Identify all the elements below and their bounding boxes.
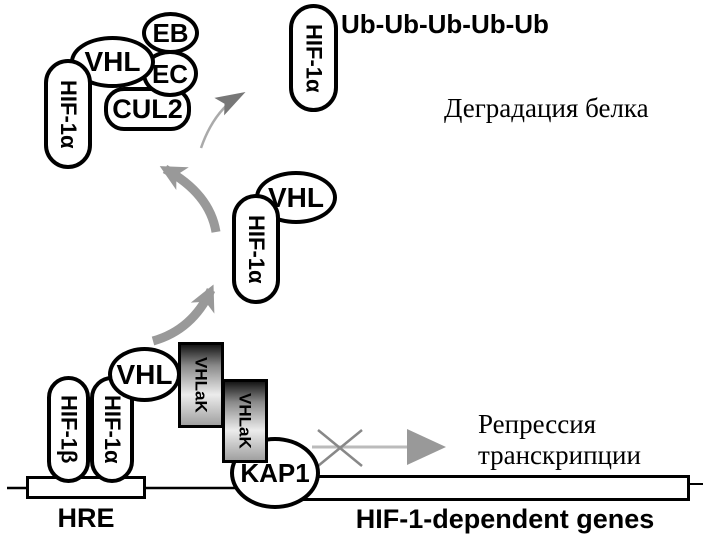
node-cul2: CUL2 — [104, 87, 191, 131]
to-ligase-complex-arrow — [159, 165, 221, 233]
hif1a-top-label: HIF-1α — [56, 79, 81, 149]
gene-bar — [300, 475, 690, 501]
repression-annotation: Репрессия транскрипции — [478, 409, 641, 471]
hre-box — [26, 476, 146, 499]
vhlak-bottom-label: VHLaK — [235, 393, 255, 449]
node-eb: EB — [142, 12, 199, 54]
ec-label: EC — [151, 58, 189, 89]
blocked-transcription-arrowhead — [407, 429, 446, 465]
release-arrow — [151, 284, 216, 346]
vhlak-top-label: VHLaK — [191, 357, 211, 413]
repression-line2: транскрипции — [478, 440, 641, 471]
node-hif1a-dna: HIF-1α — [90, 376, 134, 483]
node-hif1a-top: HIF-1α — [44, 59, 92, 169]
hif1b-label: HIF-1β — [56, 395, 82, 464]
hif1a-ub-label: HIF-1α — [301, 23, 327, 93]
node-hif1b-dna: HIF-1β — [47, 376, 90, 483]
repression-line1: Репрессия — [478, 409, 597, 439]
kap1-label: KAP1 — [240, 458, 310, 488]
inhibition-cross-icon — [317, 429, 363, 467]
vhl-dna-label: VHL — [116, 358, 173, 390]
node-hif1a-mid: HIF-1α — [232, 194, 280, 304]
eb-label: EB — [152, 18, 189, 48]
degradation-annotation: Деградация белка — [444, 93, 649, 123]
vhl-top-label: VHL — [84, 46, 141, 77]
hif1a-dna-label: HIF-1α — [100, 395, 125, 464]
hre-label: HRE — [57, 503, 115, 533]
node-vhlak-bottom: VHLaK — [222, 379, 268, 463]
cul2-label: CUL2 — [112, 93, 183, 124]
ubiquitination-arrow — [199, 92, 246, 149]
genes-label: HIF-1-dependent genes — [355, 504, 655, 534]
node-vhlak-top: VHLaK — [178, 342, 224, 428]
hif1a-mid-label: HIF-1α — [244, 214, 269, 284]
node-hif1a-ub: HIF-1α — [289, 4, 338, 112]
ub-chain-label: Ub-Ub-Ub-Ub-Ub — [341, 9, 549, 39]
node-vhl-dna: VHL — [108, 347, 181, 402]
